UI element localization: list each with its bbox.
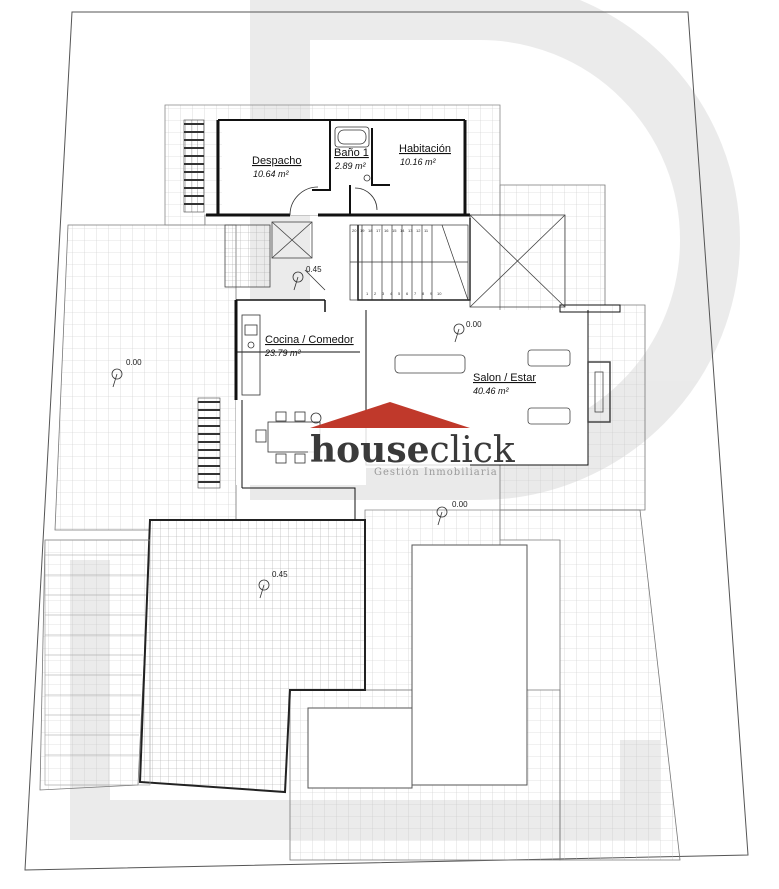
interior-floor: [222, 120, 588, 485]
room-name-bano: Baño 1: [334, 147, 369, 159]
room-name-despacho: Despacho: [252, 155, 302, 167]
logo-brand-bold: house: [310, 429, 430, 471]
doors: [289, 186, 378, 291]
room-area-despacho: 10.64 m²: [253, 169, 290, 179]
stair-step: 5: [398, 291, 401, 296]
level-label: 0.45: [272, 570, 288, 579]
stair-step: 17: [376, 228, 381, 233]
stair-step: 18: [368, 228, 373, 233]
stair-step: 14: [400, 228, 405, 233]
watermark-logo: houseclick Gestión Inmobiliaria: [308, 402, 516, 478]
patio: [224, 214, 566, 308]
garden-blocks: [307, 544, 528, 789]
stair-step: 6: [406, 291, 409, 296]
room-name-cocina: Cocina / Comedor: [265, 334, 354, 346]
stair-step: 16: [384, 228, 389, 233]
room-area-bano: 2.89 m²: [334, 161, 367, 171]
level-label: 0.45: [306, 265, 322, 274]
level-label: 0.00: [452, 500, 468, 509]
room-name-salon: Salon / Estar: [473, 372, 536, 384]
stair-step: 12: [416, 228, 421, 233]
level-markers: [111, 271, 465, 599]
logo-tagline: Gestión Inmobiliaria: [374, 467, 498, 478]
room-area-salon: 40.46 m²: [473, 386, 510, 396]
stair-step: 9: [430, 291, 433, 296]
lower-terrace: [138, 519, 366, 794]
staircase: [349, 224, 469, 301]
stair-step: 4: [390, 291, 393, 296]
living-furniture: [394, 349, 611, 425]
svg-text:houseclick: houseclick: [310, 429, 516, 471]
logo-brand-light: click: [430, 430, 516, 471]
stair-step: 10: [437, 291, 442, 296]
room-area-habitacion: 10.16 m²: [400, 157, 437, 167]
stair-step: 3: [382, 291, 385, 296]
level-label: 0.00: [466, 320, 482, 329]
kitchen: [241, 314, 261, 396]
stair-step: 11: [424, 228, 429, 233]
exterior-steps: [44, 119, 221, 786]
level-label: 0.00: [126, 358, 142, 367]
room-area-cocina: 23.79 m²: [264, 348, 302, 358]
logo-roof-icon: [310, 402, 470, 428]
bathtub: [334, 126, 371, 182]
stair-step: 15: [392, 228, 397, 233]
stair-step: 20: [352, 228, 357, 233]
stair-step: 19: [360, 228, 365, 233]
stair-numbers-lower: 1 2 3 4 5 6 7 8 9 10: [366, 291, 442, 296]
dining-table: [255, 411, 322, 464]
room-name-habitacion: Habitación: [399, 143, 451, 155]
stair-step: 2: [374, 291, 377, 296]
stair-numbers-upper: 20 19 18 17 16 15 14 13 12 11: [352, 228, 429, 233]
stair-step: 13: [408, 228, 413, 233]
plot-outline: [24, 11, 749, 871]
stair-step: 7: [414, 291, 417, 296]
stair-step: 1: [366, 291, 369, 296]
stair-step: 8: [422, 291, 425, 296]
logo-panel: [308, 428, 470, 468]
